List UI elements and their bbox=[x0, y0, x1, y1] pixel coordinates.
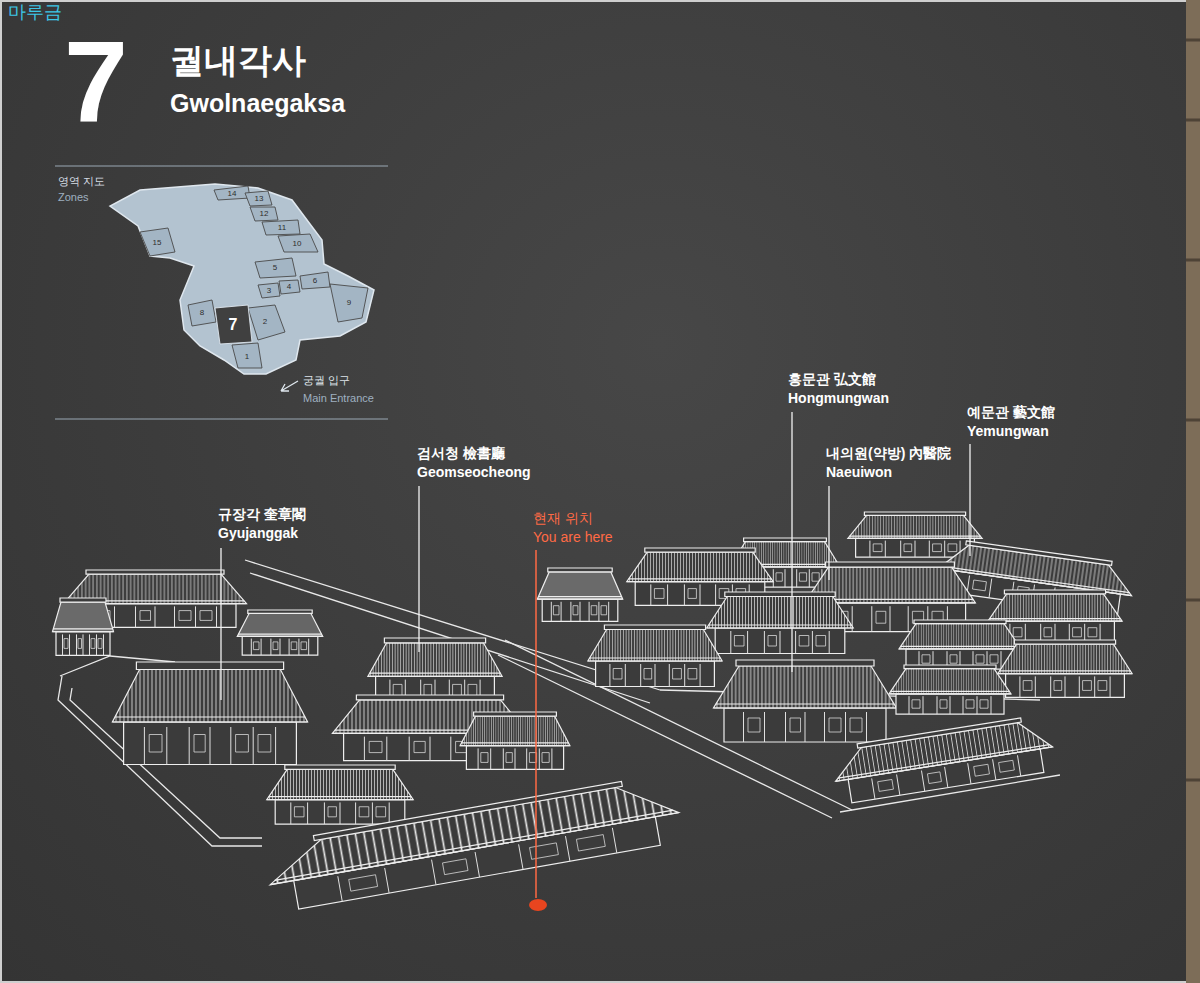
you-are-here-line bbox=[535, 550, 537, 898]
post-stripes bbox=[1186, 40, 1200, 780]
entrance-label: 궁궐 입구 bbox=[303, 374, 350, 387]
zone-number: 13 bbox=[255, 195, 264, 203]
leader-lines bbox=[221, 412, 970, 700]
zone-number-current: 7 bbox=[229, 317, 238, 333]
zone-number: 4 bbox=[287, 283, 291, 291]
zone-number: 1 bbox=[245, 353, 249, 361]
you-are-here-label: 현재 위치 bbox=[533, 510, 593, 527]
zone-number: 10 bbox=[293, 240, 302, 248]
zone-number: 15 bbox=[153, 239, 162, 247]
you-are-here-label: You are here bbox=[533, 529, 613, 546]
building-drawings bbox=[53, 512, 1136, 913]
building-label: Naeuiwon bbox=[826, 464, 892, 481]
map-heading: Zones bbox=[58, 191, 89, 204]
post-edge bbox=[1186, 0, 1200, 983]
zone-number: 2 bbox=[263, 318, 267, 326]
building-label: 내의원(약방) 內醫院 bbox=[826, 445, 951, 462]
zone-number: 14 bbox=[228, 190, 237, 198]
map-heading: 영역 지도 bbox=[58, 175, 105, 188]
zone-number: 3 bbox=[267, 287, 271, 295]
rule bbox=[55, 166, 388, 167]
zone-number-large: 7 bbox=[64, 24, 128, 139]
building-label: Hongmungwan bbox=[788, 390, 889, 407]
building-label: Gyujanggak bbox=[218, 525, 298, 542]
zone-number: 9 bbox=[347, 299, 351, 307]
you-are-here-dot bbox=[529, 899, 547, 911]
rule bbox=[55, 419, 388, 420]
zone-number: 8 bbox=[200, 309, 204, 317]
building-label: 예문관 藝文館 bbox=[967, 404, 1055, 421]
subtitle: Gwolnaegaksa bbox=[170, 88, 345, 118]
title: 궐내각사 bbox=[170, 40, 306, 81]
building-label: 홍문관 弘文館 bbox=[788, 371, 876, 388]
zone-number: 12 bbox=[260, 210, 269, 218]
entrance-label: Main Entrance bbox=[303, 392, 374, 405]
building-label: 규장각 奎章閣 bbox=[218, 506, 306, 523]
building-label: Geomseocheong bbox=[417, 464, 531, 481]
zone-number: 11 bbox=[278, 224, 286, 232]
zone-map bbox=[110, 184, 374, 391]
watermark: 마루금 bbox=[8, 2, 62, 24]
zone-number: 5 bbox=[273, 264, 277, 272]
zone-number: 6 bbox=[313, 277, 317, 285]
building-label: 검서청 檢書廳 bbox=[417, 445, 505, 462]
building-label: Yemungwan bbox=[967, 423, 1049, 440]
